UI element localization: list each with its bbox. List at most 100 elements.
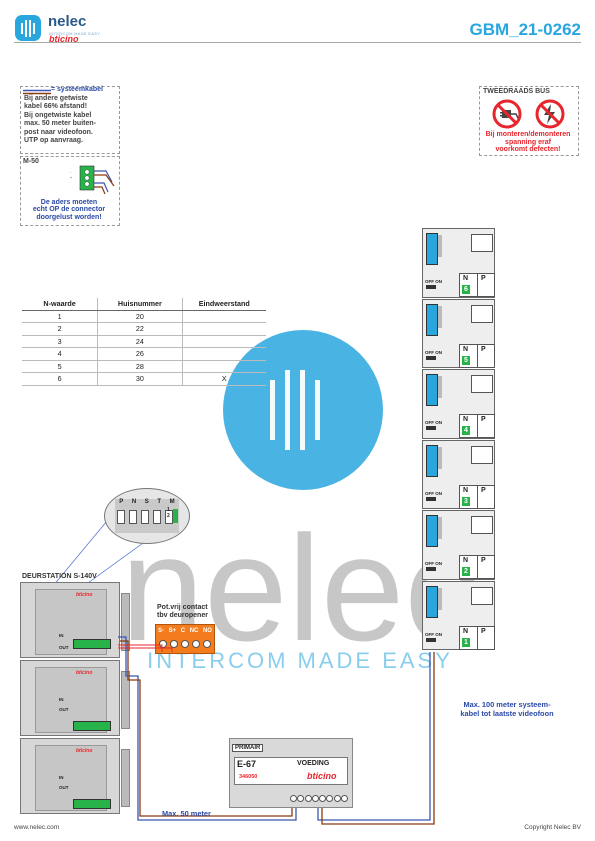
off-on-label: OFF ON (425, 561, 442, 566)
module-out-label: OUT (59, 707, 69, 712)
table-cell: 6 (22, 372, 98, 386)
psu-screw-icon (297, 795, 305, 802)
cable-legend-line: Bij ongetwiste kabel (24, 111, 92, 119)
videophone-screen-icon (471, 375, 493, 393)
np-divider (477, 344, 478, 367)
psu-panel: E-67 VOEDING 346050 bticino (234, 757, 348, 785)
relay-terminal-label: NC (189, 628, 199, 634)
table-cell: 30 (97, 372, 183, 386)
connector-note-line: doorgelust worden! (36, 213, 102, 221)
psu-label: VOEDING (297, 760, 330, 767)
psu-screw-icon (340, 795, 348, 802)
relay-terminal-label: C (180, 628, 186, 634)
two-wire-note-line: voorkomt defecten! (495, 146, 561, 154)
module-connector (73, 639, 111, 649)
dip-number-2: 2 (167, 513, 170, 519)
videophone-label-strip (438, 517, 442, 539)
module-out-label: OUT (59, 785, 69, 790)
table-header-huisnummer: Huisnummer (97, 298, 183, 311)
table-cell: 20 (97, 310, 183, 323)
n-value-badge: 3 (462, 496, 470, 506)
dip-label: S (144, 499, 149, 505)
table-cell: 3 (22, 335, 98, 348)
dip-label: P (119, 499, 124, 505)
n-value-badge: 1 (462, 637, 470, 647)
off-on-switch (426, 637, 436, 642)
off-on-switch (426, 426, 436, 430)
table-cell: 24 (97, 335, 183, 348)
dip-switch (117, 510, 125, 524)
brand-logo-icon (15, 15, 41, 41)
videophone-terminal-block (426, 233, 438, 265)
max-100-note-line: Max. 100 meter systeem- (463, 700, 551, 709)
brand-partner: bticino (49, 34, 79, 44)
door-module: bticino IN OUT (20, 738, 130, 814)
relay-title-line: Pot.vrij contact (157, 604, 208, 611)
np-divider (477, 556, 478, 578)
watermark-bars-icon (270, 370, 320, 450)
relay-terminal-label: S+ (168, 628, 177, 634)
table-cell: X (181, 372, 266, 386)
videophone-label-strip (438, 446, 442, 469)
two-wire-note-line: Bij monteren/demonteren (485, 131, 571, 138)
off-on-label: OFF ON (425, 420, 442, 425)
videophone-screen-icon (471, 586, 493, 605)
videophone-screen-icon (471, 304, 493, 323)
module-connector (73, 799, 111, 809)
p-label: P (481, 345, 486, 353)
p-label: P (481, 627, 486, 635)
dip-terminal-green (173, 509, 178, 523)
psu-model: E-67 (237, 759, 257, 769)
psu-terminal-row (290, 795, 348, 802)
videophone-label-strip (438, 305, 442, 328)
table-cell (181, 310, 266, 323)
door-module: bticino IN OUT (20, 660, 130, 736)
psu-brand: bticino (307, 771, 337, 781)
relay-screw-icon (170, 640, 178, 648)
p-label: P (481, 416, 486, 423)
power-supply: PRIMAIR E-67 VOEDING 346050 bticino (229, 738, 353, 808)
brand-tagline: INTERCOM MADE EASY (49, 31, 101, 36)
p-label: P (481, 275, 486, 282)
np-divider (477, 626, 478, 649)
two-wire-note-line: spanning eraf (505, 138, 551, 146)
door-station-title: DEURSTATION S-140V (22, 573, 97, 580)
videophone-unit: OFF ON N P 1 (422, 580, 495, 650)
table-header-row: N-waarde Huisnummer Eindweerstand (22, 298, 266, 311)
table-cell: 1 (22, 310, 98, 323)
door-bus-brown (120, 640, 293, 817)
np-box: N P 5 (459, 343, 495, 368)
np-divider (477, 485, 478, 508)
np-box: N P 4 (459, 414, 495, 438)
np-box: N P 1 (459, 625, 495, 650)
max-100-note-line: kabel tot laatste videofoon (460, 709, 554, 718)
module-connector (73, 721, 111, 731)
relay-terminal-label: S- (158, 628, 164, 634)
relay-screw-icon (181, 640, 189, 648)
monitor-bus-brown (321, 652, 435, 825)
videophone-unit: OFF ON N P 6 (422, 228, 495, 298)
off-on-switch (426, 567, 436, 571)
module-out-label: OUT (59, 645, 69, 650)
p-label: P (481, 557, 486, 564)
videophone-screen-icon (471, 234, 493, 252)
cable-legend-line: post naar videofoon. (24, 128, 93, 136)
off-on-label: OFF ON (425, 349, 442, 355)
n-label: N (463, 416, 469, 423)
table-cell: 2 (22, 322, 98, 336)
n-value-badge: 5 (462, 355, 470, 365)
table-cell (181, 322, 266, 336)
videophone-unit: OFF ON N P 4 (422, 369, 495, 439)
table-cell: 4 (22, 347, 98, 361)
n-label: N (463, 557, 469, 564)
dip-number-1: 1 (167, 507, 170, 513)
relay-screw-icon (159, 640, 167, 648)
cable-legend-line: max. 50 meter buiten- (24, 120, 96, 128)
